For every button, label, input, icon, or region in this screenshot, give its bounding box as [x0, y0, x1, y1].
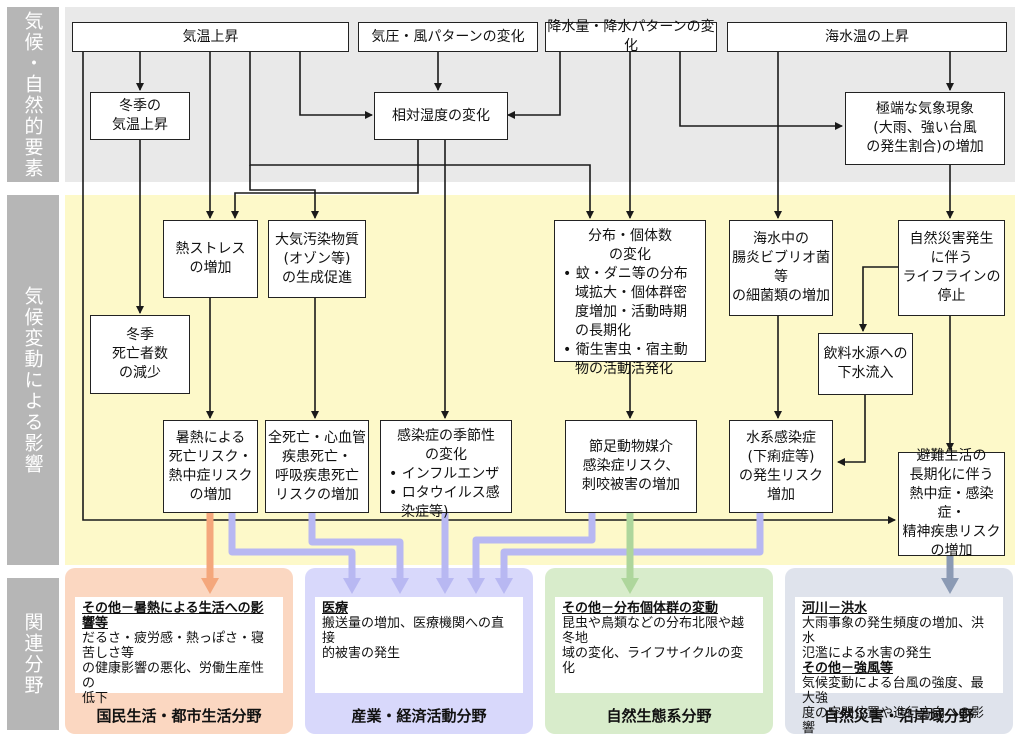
field-disaster-content: 河川－洪水 大雨事象の発生頻度の増加、洪水 氾濫による水害の発生 その他－強風等… [795, 597, 1003, 736]
factor-temperature-rise: 気温上昇 [72, 22, 349, 52]
node-vibrio: 海水中の 腸炎ビブリオ菌等 の細菌類の増加 [729, 220, 833, 316]
arrow-temp-humidity [299, 52, 373, 119]
arrow-temp-distribution [249, 52, 594, 219]
factor-sea-temperature: 海水温の上昇 [727, 22, 1007, 52]
field-desc: だるさ・疲労感・熱っぽさ・寝苦しさ等 の健康影響の悪化、労働生産性の 低下 [82, 631, 265, 706]
node-evacuation-risk: 避難生活の 長期化に伴う 熱中症・感染症・ 精神疾患リスク の増加 [898, 448, 1005, 559]
side-label-impact: 気候変動による影響 [7, 195, 59, 565]
side-label-fields: 関連分野 [7, 578, 59, 730]
field-title: 医療 [322, 601, 349, 616]
node-winter-temperature: 冬季の 気温上昇 [90, 92, 190, 140]
field-desc-2: 気候変動による台風の強度、最大強 度の空間位置や進行方向への影響 [802, 676, 985, 736]
arrow-precip-humidity [507, 52, 561, 119]
arrow-watersource-waterborne [837, 395, 866, 466]
infection-bullet: • インフルエンザ [389, 466, 500, 482]
node-water-source: 飲料水源への 下水流入 [818, 333, 913, 395]
arrow-temp-evacuation [82, 52, 896, 524]
node-humidity-change: 相対湿度の変化 [374, 92, 508, 140]
infection-bullet: • ロタウイルス感染症等) [389, 485, 500, 520]
distribution-bullet: • 衛生害虫・宿主動物の活動活発化 [563, 342, 688, 377]
field-title: その他－暑熱による生活への影響等 [82, 601, 264, 631]
node-heat-stress: 熱ストレス の増加 [163, 220, 258, 298]
field-desc: 昆虫や鳥類などの分布北限や越冬地 域の変化、ライフサイクルの変化 [562, 616, 745, 676]
field-title: その他－分布個体群の変動 [562, 601, 719, 616]
arrow-humidity-heatstress [231, 140, 419, 219]
node-waterborne-disease: 水系感染症 (下痢症等) の発生リスク 増加 [729, 420, 833, 513]
field-desc: 搬送量の増加、医療機関への直接 的被害の発生 [322, 616, 505, 661]
arrow-lifeline-watersource [859, 266, 898, 332]
node-distribution-change: 分布・個体数 の変化 • 蚊・ダニ等の分布域拡大・個体群密度増加・活動時期の長期… [554, 220, 706, 377]
field-title-2: その他－強風等 [802, 661, 894, 676]
node-mortality-risk: 全死亡・心血管 疾患死亡・ 呼吸疾患死亡 リスクの増加 [265, 420, 369, 513]
arrow-temp-pollution [249, 165, 319, 219]
node-vector-disease: 節足動物媒介 感染症リスク、 刺咬被害の増加 [565, 420, 697, 513]
factor-pressure-wind: 気圧・風パターンの変化 [358, 22, 538, 52]
factor-precipitation: 降水量・降水パターンの変化 [545, 19, 717, 54]
node-winter-deaths: 冬季 死亡者数 の減少 [90, 315, 190, 394]
field-name-ecosystem: 自然生態系分野 [606, 707, 712, 725]
field-name-disaster: 自然災害・沿岸域分野 [823, 707, 974, 725]
distribution-bullet: • 蚊・ダニ等の分布域拡大・個体群密度増加・活動時期の長期化 [563, 266, 688, 339]
node-heat-illness: 暑熱による 死亡リスク・ 熱中症リスク の増加 [163, 420, 258, 513]
field-name-lifestyle: 国民生活・都市生活分野 [96, 707, 262, 725]
side-label-climate: 気候・自然的要素 [7, 7, 59, 182]
field-title: 河川－洪水 [802, 601, 868, 616]
field-lifestyle-content: その他－暑熱による生活への影響等 だるさ・疲労感・熱っぽさ・寝苦しさ等 の健康影… [75, 597, 283, 706]
field-desc: 大雨事象の発生頻度の増加、洪水 氾濫による水害の発生 [802, 616, 985, 661]
arrow-precip-extreme [679, 52, 843, 130]
node-lifeline-stop: 自然災害発生 に伴う ライフラインの停止 [898, 220, 1005, 316]
field-name-industry: 産業・経済活動分野 [351, 707, 487, 725]
node-infection-seasonality: 感染症の季節性 の変化 • インフルエンザ • ロタウイルス感染症等) [380, 420, 512, 520]
field-industry-content: 医療 搬送量の増加、医療機関への直接 的被害の発生 [315, 597, 523, 693]
field-ecosystem-content: その他－分布個体群の変動 昆虫や鳥類などの分布北限や越冬地 域の変化、ライフサイ… [555, 597, 763, 693]
node-air-pollution: 大気汚染物質 (オゾン等) の生成促進 [268, 220, 366, 298]
node-extreme-weather: 極端な気象現象 (大雨、強い台風 の発生割合)の増加 [845, 92, 1005, 165]
